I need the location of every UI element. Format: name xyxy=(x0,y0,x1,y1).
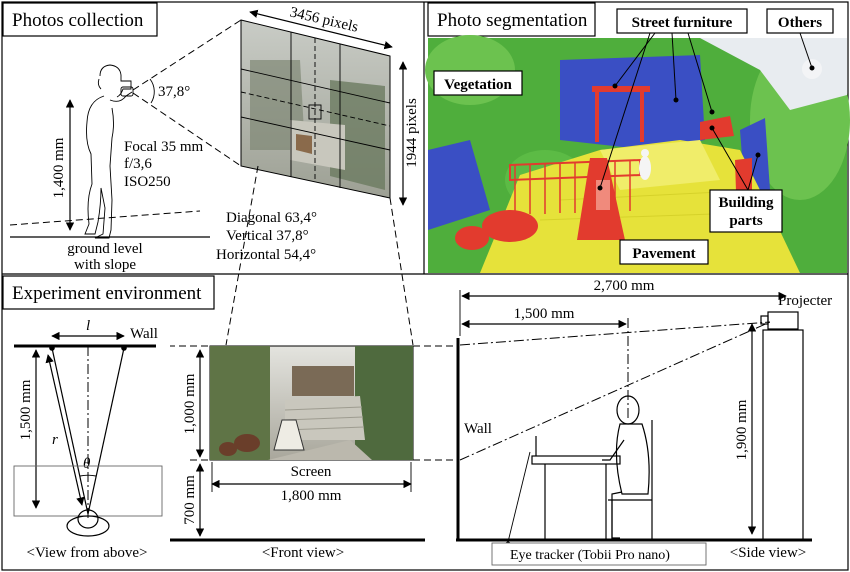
label-vegetation: Vegetation xyxy=(433,70,523,96)
svg-text:Others: Others xyxy=(778,15,822,31)
diagonal-label: Diagonal 63,4° xyxy=(226,210,317,226)
svg-text:Photo segmentation: Photo segmentation xyxy=(437,10,588,31)
horizontal-label: Horizontal 54,4° xyxy=(216,247,316,263)
front-screen-image xyxy=(209,345,414,461)
ground-level-label-2: with slope xyxy=(74,257,136,273)
view-angle-label: 37,8° xyxy=(158,84,190,100)
above-r-label: r xyxy=(52,432,58,448)
above-viewer-head xyxy=(66,509,110,537)
label-pavement: Pavement xyxy=(619,239,709,265)
above-caption: <View from above> xyxy=(27,545,148,561)
segmentation-leader-dots xyxy=(597,65,815,191)
above-distance-label: 1,500 mm xyxy=(18,379,34,440)
side-projector-label: Projecter xyxy=(778,293,832,309)
label-street-furniture: Street furniture xyxy=(616,8,748,34)
above-l-label: l xyxy=(86,318,90,334)
front-lower-height-label: 700 mm xyxy=(182,475,198,525)
front-projection-right xyxy=(389,197,414,346)
front-screen-label: Screen xyxy=(291,464,332,480)
eye-tracker-leader xyxy=(507,451,531,543)
svg-text:Pavement: Pavement xyxy=(632,246,695,262)
photo-width-label: 3456 pixels xyxy=(288,4,360,35)
side-height-label: 1,900 mm xyxy=(734,399,750,460)
side-table xyxy=(531,436,621,540)
above-view-line-right xyxy=(87,347,125,515)
front-upper-height-label: 1,000 mm xyxy=(182,373,198,434)
ground-slope-line xyxy=(9,210,201,226)
side-seated-person xyxy=(602,395,650,539)
panel-title-photo-segmentation: Photo segmentation xyxy=(427,2,596,37)
svg-text:Experiment environment: Experiment environment xyxy=(12,283,202,304)
front-projection-left xyxy=(225,165,259,346)
side-projector xyxy=(760,311,799,330)
svg-text:parts: parts xyxy=(729,213,762,229)
side-projector-stand xyxy=(762,329,804,541)
photo-height-label: 1944 pixels xyxy=(404,98,420,168)
photographer-figure xyxy=(84,64,134,239)
side-total-label: 2,700 mm xyxy=(594,278,655,294)
side-partial-label: 1,500 mm xyxy=(514,306,575,322)
panel-title-photos-collection: Photos collection xyxy=(2,2,158,37)
svg-text:Street furniture: Street furniture xyxy=(632,15,733,31)
view-cone-top xyxy=(132,19,242,91)
side-caption: <Side view> xyxy=(730,545,807,561)
perspective-photo xyxy=(240,19,391,199)
ground-level-label-1: ground level xyxy=(67,241,142,257)
above-wall-label: Wall xyxy=(130,326,158,342)
camera-height-label: 1,400 mm xyxy=(51,137,67,198)
iso-label: ISO250 xyxy=(124,174,171,190)
focal-label: Focal 35 mm xyxy=(124,139,203,155)
fstop-label: f/3,6 xyxy=(124,156,152,172)
svg-text:Building: Building xyxy=(718,195,774,211)
view-angle-arc xyxy=(149,78,155,104)
above-view-line-left xyxy=(51,347,89,515)
svg-text:Photos collection: Photos collection xyxy=(12,10,144,31)
segmentation-leader-lines xyxy=(599,32,813,191)
vertical-label: Vertical 37,8° xyxy=(226,228,309,244)
front-caption: <Front view> xyxy=(262,545,344,561)
front-width-label: 1,800 mm xyxy=(281,488,342,504)
svg-text:Eye tracker (Tobii Pro nano): Eye tracker (Tobii Pro nano) xyxy=(510,548,670,563)
side-projection-ray-top xyxy=(459,321,771,346)
label-building-parts: Building parts xyxy=(709,189,783,233)
svg-text:Vegetation: Vegetation xyxy=(444,77,512,93)
eye-tracker-box: Eye tracker (Tobii Pro nano) xyxy=(491,542,707,566)
panel-title-experiment-environment: Experiment environment xyxy=(2,275,215,310)
label-others: Others xyxy=(766,8,834,34)
side-projection-ray-bottom xyxy=(459,321,771,461)
side-wall-label: Wall xyxy=(464,421,492,437)
photo-width-dimension xyxy=(249,9,393,50)
above-theta-label: θ xyxy=(83,456,91,472)
above-theta-arc xyxy=(79,474,97,477)
above-r-dimension xyxy=(45,354,85,506)
